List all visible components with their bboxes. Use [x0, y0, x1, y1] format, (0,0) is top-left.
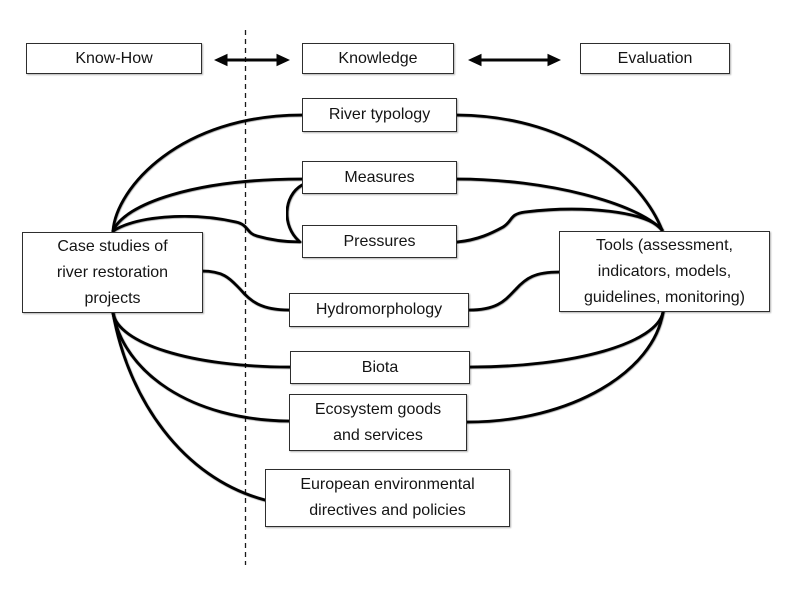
node-biota-label: Biota [361, 358, 399, 376]
edge-case-studies-river-typology [111, 113, 304, 233]
edge-case-studies-measures [111, 177, 304, 233]
node-river-typology-label: River typology [328, 106, 431, 123]
node-ecosystem-goods: Ecosystem goods and services [289, 394, 467, 451]
node-evaluation-label: Evaluation [617, 49, 693, 67]
edge-case-studies-ecosystem [111, 311, 291, 423]
node-tools-line1: Tools (assessment, [596, 236, 733, 254]
node-european-directives-line1: European environmental [300, 476, 475, 493]
node-case-studies-line3: projects [84, 289, 141, 307]
node-tools: Tools (assessment, indicators, models, g… [559, 231, 770, 312]
node-measures: Measures [302, 161, 457, 194]
edge-ecosystem-tools [465, 310, 665, 424]
node-case-studies-line2: river restoration [56, 263, 169, 281]
node-know-how-label: Know-How [75, 49, 153, 67]
edge-measures-tools [455, 177, 664, 232]
node-know-how: Know-How [26, 43, 202, 74]
edge-biota-tools [468, 310, 665, 369]
node-pressures-label: Pressures [343, 232, 416, 250]
node-evaluation: Evaluation [580, 43, 730, 74]
node-pressures: Pressures [302, 225, 457, 258]
edge-case-studies-european [111, 311, 267, 502]
node-measures-label: Measures [344, 168, 415, 186]
double-arrow-knowledge-evaluation [468, 53, 561, 67]
node-european-directives-line2: directives and policies [309, 502, 466, 519]
node-knowledge: Knowledge [302, 43, 454, 74]
node-river-typology: River typology [302, 98, 457, 132]
node-ecosystem-goods-line2: and services [333, 426, 423, 444]
node-hydromorphology-label: Hydromorphology [315, 301, 443, 318]
edge-case-studies-biota [111, 311, 292, 369]
double-arrow-knowhow-knowledge [214, 53, 290, 67]
node-tools-line2: indicators, models, [597, 262, 732, 280]
node-biota: Biota [290, 351, 470, 384]
node-tools-line3: guidelines, monitoring) [584, 288, 745, 306]
node-european-directives: European environmental directives and po… [265, 469, 510, 527]
edge-pressures-tools [455, 207, 664, 244]
edge-measures-pressures [285, 183, 304, 243]
edge-case-studies-hydromorphology [200, 269, 291, 312]
node-case-studies-line1: Case studies of [57, 237, 168, 255]
edge-river-typology-tools [455, 113, 664, 232]
edge-hydromorphology-tools [467, 270, 561, 312]
node-hydromorphology: Hydromorphology [289, 293, 469, 327]
node-case-studies: Case studies of river restoration projec… [22, 232, 203, 313]
node-ecosystem-goods-line1: Ecosystem goods [314, 400, 442, 418]
edge-case-studies-pressures [111, 214, 302, 244]
node-knowledge-label: Knowledge [338, 49, 418, 67]
